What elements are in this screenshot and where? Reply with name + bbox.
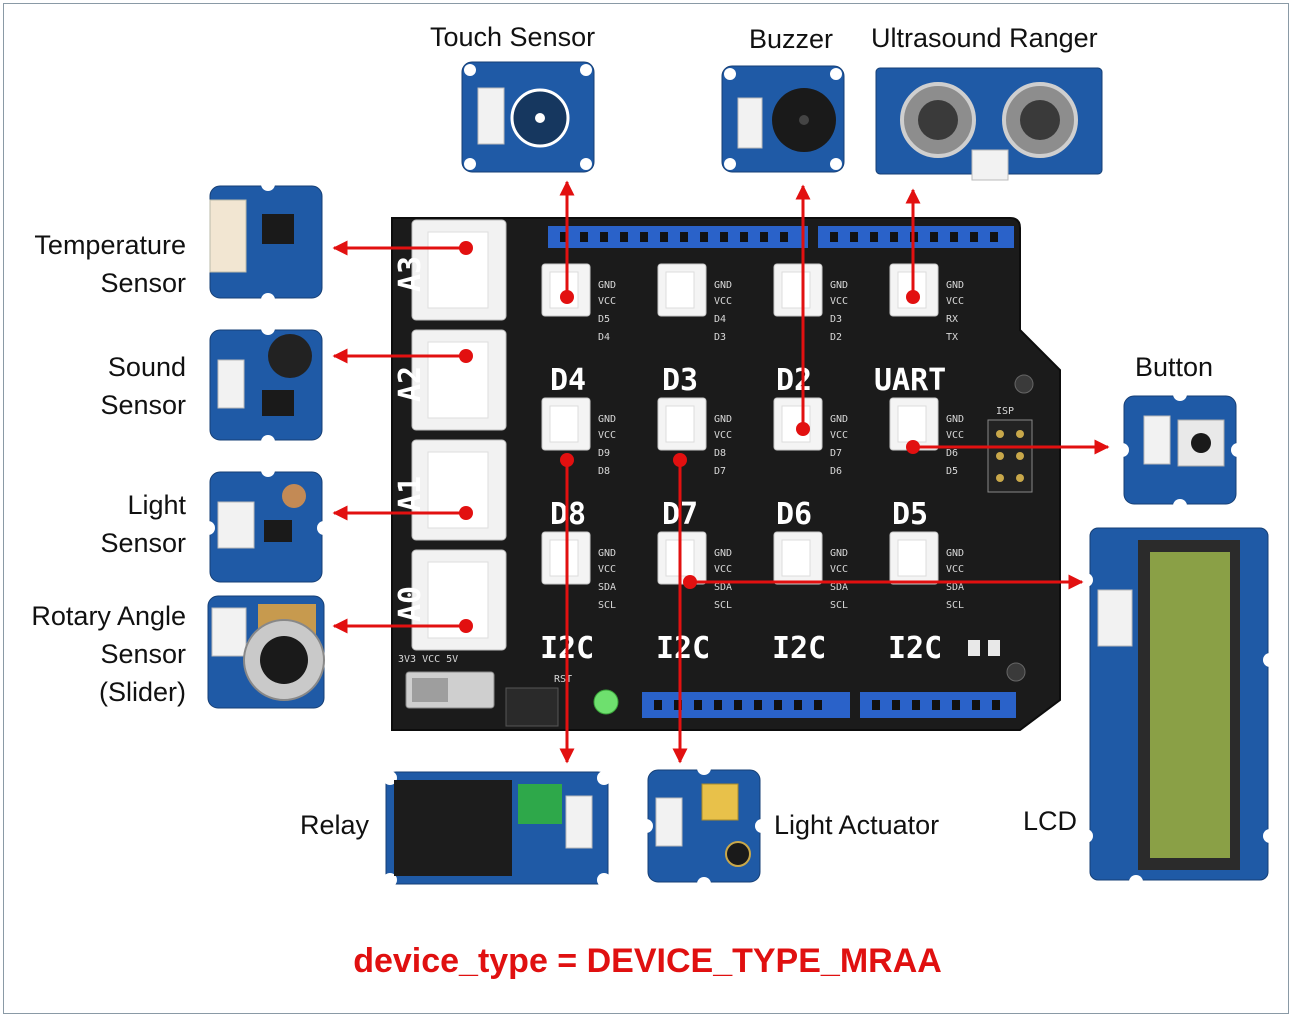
label-rotary-line2: Sensor	[0, 635, 186, 673]
label-temperature-line1: Temperature	[0, 226, 186, 264]
label-light-line2: Sensor	[0, 524, 186, 562]
svg-text:VCC: VCC	[946, 430, 964, 441]
svg-text:VCC: VCC	[946, 296, 964, 307]
svg-text:D9: D9	[598, 448, 610, 459]
button-module	[1115, 387, 1245, 513]
svg-text:D7: D7	[714, 466, 726, 477]
rst-label: RST	[554, 674, 572, 685]
svg-text:TX: TX	[946, 332, 958, 343]
svg-text:SCL: SCL	[598, 600, 616, 611]
port-D5: D5	[892, 497, 928, 532]
label-rotary-line1: Rotary Angle	[0, 597, 186, 635]
label-light-line1: Light	[0, 486, 186, 524]
isp-label: ISP	[996, 406, 1014, 417]
svg-text:SDA: SDA	[598, 582, 616, 593]
svg-text:SDA: SDA	[714, 582, 732, 593]
label-sound-line1: Sound	[0, 348, 186, 386]
svg-text:GND: GND	[830, 280, 848, 291]
label-rotary-line3: (Slider)	[0, 673, 186, 711]
port-D3: D3	[662, 363, 698, 398]
svg-text:D8: D8	[714, 448, 726, 459]
svg-text:D8: D8	[598, 466, 610, 477]
port-I2C-2: I2C	[656, 631, 710, 666]
svg-text:GND: GND	[830, 414, 848, 425]
svg-text:VCC: VCC	[946, 564, 964, 575]
svg-text:GND: GND	[714, 280, 732, 291]
svg-text:GND: GND	[598, 280, 616, 291]
svg-text:VCC: VCC	[830, 296, 848, 307]
svg-text:VCC: VCC	[598, 430, 616, 441]
label-ultrasound-ranger: Ultrasound Ranger	[871, 19, 1098, 57]
port-A1: A1	[393, 476, 428, 512]
temperature-sensor-module	[210, 177, 322, 307]
port-D4: D4	[550, 363, 586, 398]
port-D2: D2	[776, 363, 812, 398]
label-button: Button	[1135, 348, 1213, 386]
svg-text:GND: GND	[946, 548, 964, 559]
label-temperature-line2: Sensor	[0, 264, 186, 302]
sound-sensor-module	[210, 321, 322, 449]
voltage-label: 3V3 VCC 5V	[398, 654, 458, 665]
svg-text:GND: GND	[714, 548, 732, 559]
svg-text:VCC: VCC	[598, 296, 616, 307]
svg-text:VCC: VCC	[830, 430, 848, 441]
light-actuator-module	[639, 761, 769, 891]
buzzer-module	[722, 66, 844, 172]
svg-text:D6: D6	[946, 448, 958, 459]
svg-text:D7: D7	[830, 448, 842, 459]
base-shield-board: A3 A2 A1 A0 GNDVCCD5D4 GNDVCCD4D3 GNDVCC…	[392, 218, 1060, 730]
svg-text:D3: D3	[830, 314, 842, 325]
port-A0: A0	[393, 586, 428, 622]
svg-text:GND: GND	[946, 414, 964, 425]
svg-text:GND: GND	[946, 280, 964, 291]
touch-sensor-module	[462, 62, 594, 172]
label-lcd: LCD	[1023, 802, 1077, 840]
svg-text:GND: GND	[598, 414, 616, 425]
device-type-caption: device_type = DEVICE_TYPE_MRAA	[0, 942, 1295, 981]
svg-text:GND: GND	[598, 548, 616, 559]
label-buzzer: Buzzer	[749, 20, 833, 58]
label-sound-line2: Sensor	[0, 386, 186, 424]
label-relay: Relay	[300, 806, 369, 844]
relay-module	[383, 771, 611, 887]
rotary-angle-sensor-module	[208, 596, 324, 708]
svg-text:D2: D2	[830, 332, 842, 343]
port-UART: UART	[874, 363, 946, 398]
svg-text:GND: GND	[714, 414, 732, 425]
light-sensor-module	[201, 463, 331, 582]
svg-text:SDA: SDA	[830, 582, 848, 593]
svg-text:SCL: SCL	[946, 600, 964, 611]
svg-text:D3: D3	[714, 332, 726, 343]
svg-text:GND: GND	[830, 548, 848, 559]
port-I2C-4: I2C	[888, 631, 942, 666]
svg-text:VCC: VCC	[714, 430, 732, 441]
svg-text:VCC: VCC	[714, 296, 732, 307]
svg-text:SDA: SDA	[946, 582, 964, 593]
svg-text:RX: RX	[946, 314, 958, 325]
svg-text:SCL: SCL	[714, 600, 732, 611]
port-D6: D6	[776, 497, 812, 532]
port-I2C-3: I2C	[772, 631, 826, 666]
lcd-module	[1079, 528, 1277, 889]
svg-text:D6: D6	[830, 466, 842, 477]
svg-text:D4: D4	[598, 332, 610, 343]
svg-text:D5: D5	[598, 314, 610, 325]
svg-text:SCL: SCL	[830, 600, 848, 611]
svg-text:VCC: VCC	[714, 564, 732, 575]
svg-text:D4: D4	[714, 314, 726, 325]
port-A2: A2	[393, 366, 428, 402]
svg-text:VCC: VCC	[598, 564, 616, 575]
label-touch-sensor: Touch Sensor	[430, 18, 595, 56]
port-A3: A3	[393, 256, 428, 292]
label-light-actuator: Light Actuator	[774, 806, 939, 844]
ultrasound-ranger-module	[876, 68, 1102, 180]
svg-text:VCC: VCC	[830, 564, 848, 575]
svg-text:D5: D5	[946, 466, 958, 477]
